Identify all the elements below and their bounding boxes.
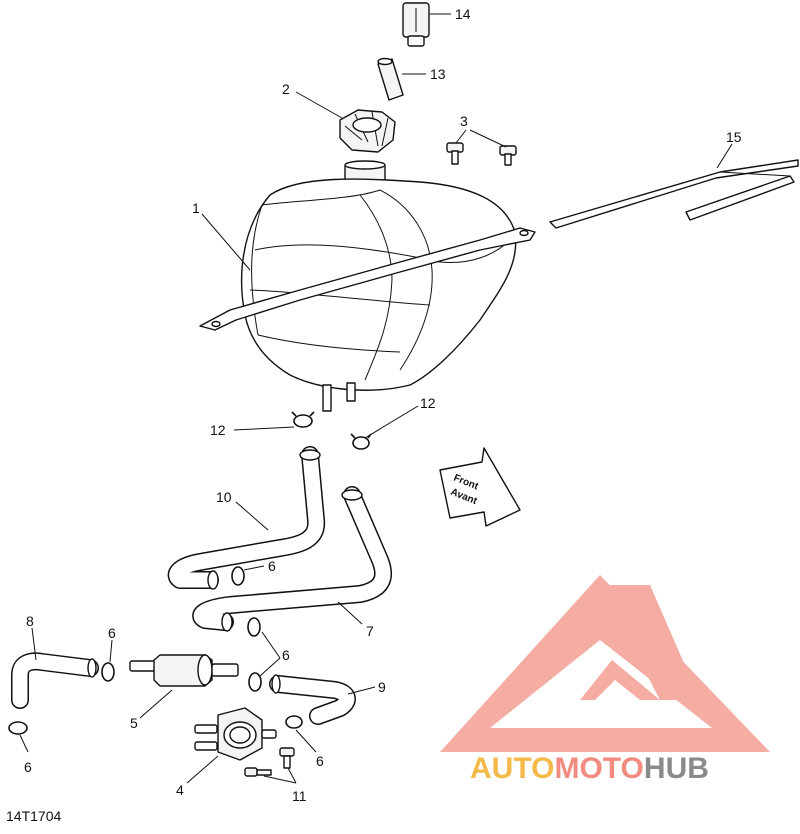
part-6-clamps (8, 566, 303, 735)
watermark-logo (440, 575, 770, 752)
callout-11: 11 (292, 788, 307, 804)
watermark-g-hole (595, 680, 640, 700)
watermark-word-moto: MOTO (554, 752, 643, 785)
callout-6-left: 6 (108, 625, 116, 641)
part-7-hose (192, 486, 393, 632)
callout-12-right: 12 (420, 395, 436, 411)
part-1-fuel-tank (199, 160, 536, 412)
callout-1: 1 (192, 200, 200, 216)
callout-6-lower-left: 6 (24, 759, 32, 775)
front-arrow: Front Avant (439, 447, 521, 527)
part-9-hose (269, 674, 356, 725)
part-12-clamps (291, 411, 372, 450)
part-10-hose (167, 446, 326, 590)
part-13-vent-hose (377, 57, 404, 101)
part-3-bolts (446, 142, 517, 166)
figure-id: 14T1704 (6, 808, 61, 824)
part-15-strap (549, 159, 799, 229)
callout-9: 9 (378, 679, 386, 695)
callout-15: 15 (726, 129, 742, 145)
part-4-fitting (194, 707, 277, 761)
callout-2: 2 (282, 81, 290, 97)
callout-4: 4 (176, 782, 184, 798)
watermark-word-hub: HUB (644, 752, 709, 785)
callout-12-left: 12 (210, 422, 226, 438)
part-5-fuel-filter (129, 654, 239, 687)
callout-5: 5 (130, 715, 138, 731)
part-11-screws (244, 747, 295, 777)
callout-6-lower-right: 6 (316, 753, 324, 769)
callout-6-upper: 6 (268, 558, 276, 574)
callout-14: 14 (455, 6, 471, 22)
part-14-fuel-sender (402, 2, 430, 47)
leader-lines (19, 13, 733, 784)
callout-13: 13 (430, 66, 446, 82)
watermark-g-inner (580, 660, 660, 700)
part-8-elbow-hose (11, 652, 99, 709)
callout-6-middle: 6 (282, 647, 290, 663)
callouts: 14 13 2 3 15 1 12 12 10 6 7 8 6 6 5 9 4 … (24, 6, 742, 804)
callout-7: 7 (366, 623, 374, 639)
watermark-m-stroke (600, 585, 700, 700)
callout-10: 10 (216, 489, 232, 505)
part-2-fuel-cap (339, 109, 396, 153)
watermark-word-auto: AUTO (470, 752, 554, 785)
callout-8: 8 (26, 613, 34, 629)
watermark-text: AUTOMOTOHUB (470, 752, 709, 785)
callout-3: 3 (460, 113, 468, 129)
